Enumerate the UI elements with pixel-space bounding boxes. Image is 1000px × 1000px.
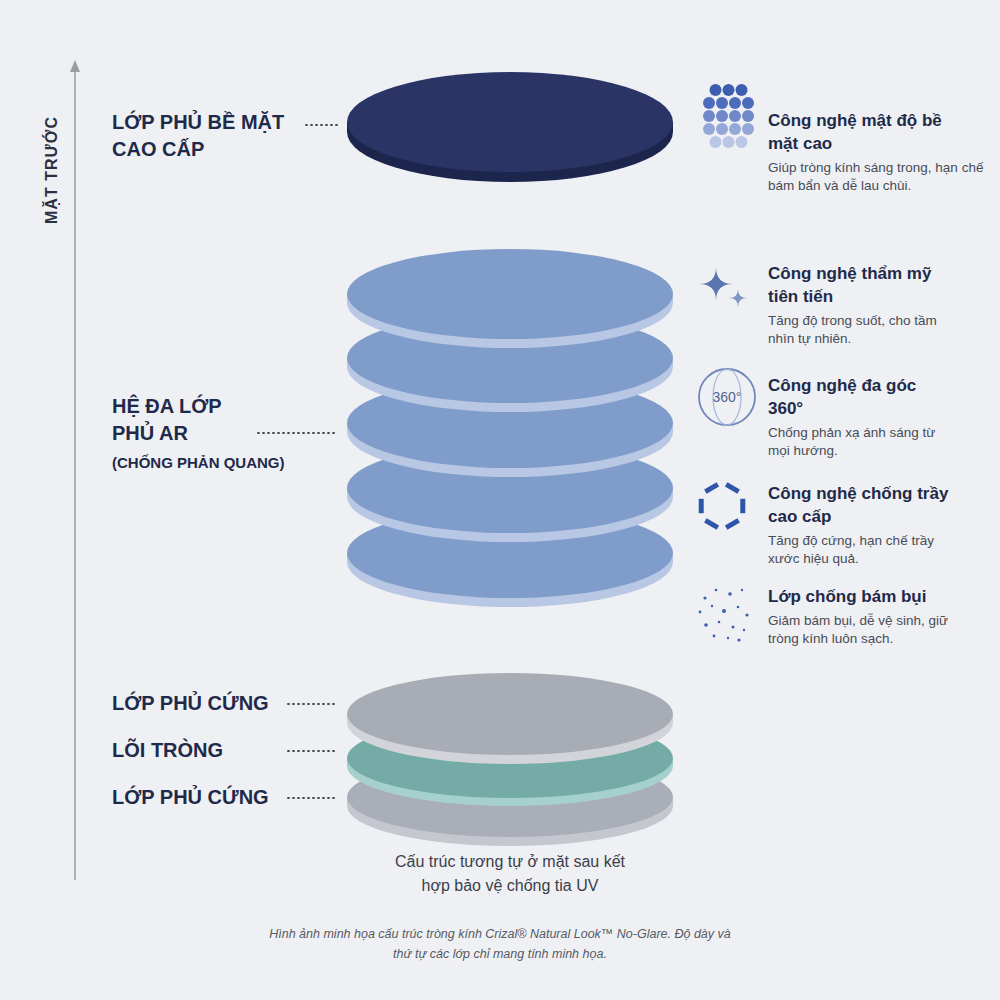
density-dot (710, 84, 722, 96)
density-dot (703, 123, 715, 135)
density-dot (729, 123, 741, 135)
layer-label: LỚP PHỦ CỨNG (112, 784, 269, 811)
dust-dot (741, 589, 743, 591)
rotation-ring (713, 369, 741, 425)
figure-caption: Hình ảnh minh họa cấu trúc tròng kính Cr… (260, 924, 740, 964)
density-dot (703, 97, 715, 109)
lens-layers (347, 72, 673, 846)
hardness-hexagon (726, 484, 738, 491)
dust-dot (743, 629, 745, 631)
hardness-hexagon (705, 484, 717, 491)
density-dot (742, 110, 754, 122)
feature-heading: Lớp chống bám bụi (768, 586, 978, 609)
dust-dot (703, 596, 706, 599)
density-dot (736, 136, 748, 148)
density-dot (710, 136, 722, 148)
dust-dot (715, 589, 718, 592)
density-dot (736, 84, 748, 96)
feature-text: Giúp tròng kính sáng trong, hạn chế bám … (768, 159, 990, 195)
layer-sublabel: (CHỐNG PHẢN QUANG) (112, 453, 285, 473)
dust-dot (711, 605, 713, 607)
feature-heading: Công nghệ thẩm mỹ tiên tiến (768, 263, 958, 309)
layer-label: LỚP PHỦ CỨNG (112, 690, 269, 717)
icon-text: 360° (713, 388, 742, 407)
dust-dot (704, 623, 708, 627)
feature-text: Chống phản xạ ánh sáng từ mọi hướng. (768, 424, 953, 460)
axis-label: MẶT TRƯỚC (41, 116, 63, 224)
feature-text: Tăng độ cứng, hạn chế trầy xước hiệu quả… (768, 532, 938, 568)
feature-heading: Công nghệ mật độ bề mặt cao (768, 110, 958, 156)
dust-dot (737, 638, 740, 641)
density-dot (716, 123, 728, 135)
dust-dot (728, 592, 732, 596)
layer-label: LỚP PHỦ BỀ MẶT CAO CẤP (112, 109, 298, 163)
feature-text: Tăng độ trong suốt, cho tầm nhìn tự nhiê… (768, 312, 953, 348)
density-dot (729, 97, 741, 109)
dust-dot (727, 637, 729, 639)
density-dot (716, 97, 728, 109)
layer-disk (347, 249, 673, 339)
layer-disk (347, 673, 673, 755)
density-dot (723, 84, 735, 96)
layer-label: LÕI TRÒNG (112, 737, 223, 764)
hardness-hexagon (726, 520, 738, 527)
sparkle-icon (729, 289, 747, 307)
dust-dot (737, 606, 740, 609)
back-side-note: Cấu trúc tương tự ở mặt sau kết hợp bảo … (380, 850, 640, 898)
dust-dot (745, 613, 748, 616)
rotation-ring (699, 369, 755, 425)
layer-label: HỆ ĐA LỚP PHỦ AR (112, 393, 252, 447)
dust-dot (718, 621, 721, 624)
density-dot (742, 123, 754, 135)
sparkle-icon (699, 267, 733, 301)
dust-dot (713, 635, 716, 638)
density-dot (729, 110, 741, 122)
density-dot (742, 97, 754, 109)
feature-heading: Công nghệ đa góc 360° (768, 375, 948, 421)
front-axis (70, 60, 80, 880)
hardness-hexagon (699, 499, 704, 513)
layer-disk (347, 72, 673, 172)
feature-icons (699, 84, 755, 642)
feature-text: Giảm bám bụi, dễ vệ sinh, giữ tròng kính… (768, 612, 973, 648)
density-dot (723, 136, 735, 148)
feature-heading: Công nghệ chống trầy cao cấp (768, 483, 968, 529)
hardness-hexagon (705, 520, 717, 527)
dust-dot (699, 611, 702, 614)
dust-dot (722, 609, 726, 613)
density-dot (703, 110, 715, 122)
hardness-hexagon (740, 499, 745, 513)
dust-dot (732, 626, 735, 629)
density-dot (716, 110, 728, 122)
